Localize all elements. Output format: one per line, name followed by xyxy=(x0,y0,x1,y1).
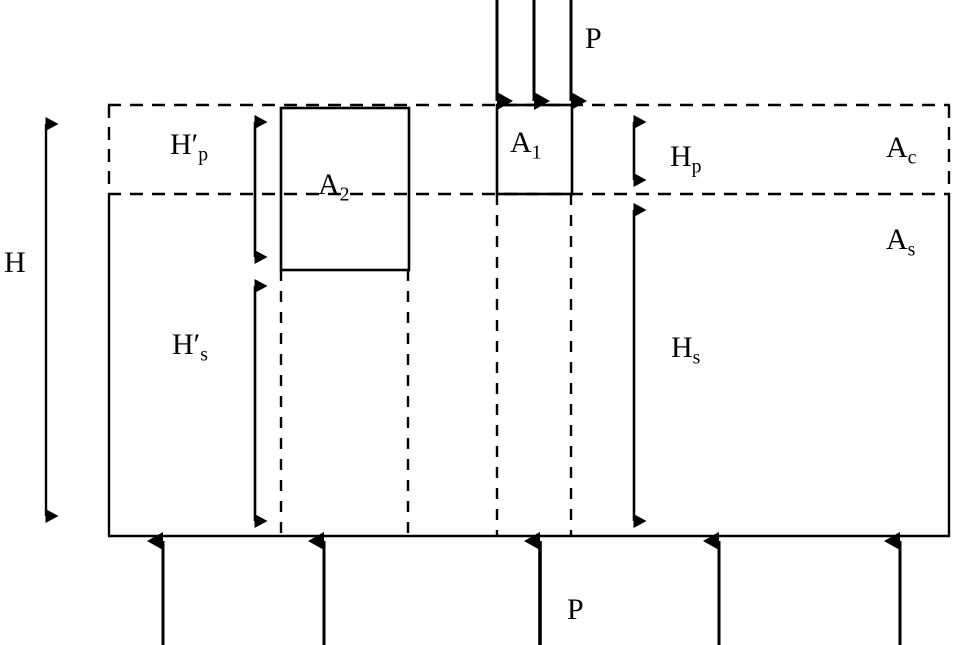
label-area-solid: As xyxy=(886,223,916,261)
load-arrows-top xyxy=(495,0,587,110)
label-pore-height-primed: H′p xyxy=(170,128,209,166)
lower-region-as-outline xyxy=(107,194,951,538)
label-solid-height: Hs xyxy=(671,331,701,369)
label-total-height: H xyxy=(4,246,26,279)
box-a2 xyxy=(279,106,411,272)
label-pore-height: Hp xyxy=(670,140,702,178)
label-area-two: A2 xyxy=(318,168,350,206)
label-load-bottom: P xyxy=(567,593,584,626)
projection-guides xyxy=(279,194,573,536)
label-solid-height-primed: H′s xyxy=(172,328,208,366)
load-arrows-bottom xyxy=(147,532,902,645)
label-area-cap: Ac xyxy=(886,131,917,169)
label-load-top: P xyxy=(585,22,602,55)
label-area-one: A1 xyxy=(510,126,542,164)
